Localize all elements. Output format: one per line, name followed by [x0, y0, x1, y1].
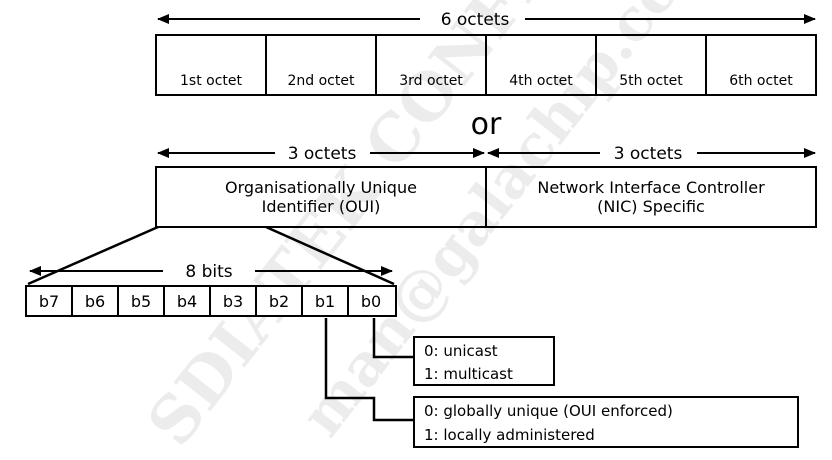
eight-bits-span: 8 bits [29, 262, 393, 282]
or-label: or [471, 107, 502, 142]
bit-cell-b3: b3 [223, 292, 243, 311]
eight-bits-label: 8 bits [185, 262, 232, 282]
bit-row: b7 b6 b5 b4 b3 b2 b1 b0 [25, 285, 397, 317]
six-octets-label: 6 octets [441, 10, 510, 30]
octet-cell-3: 3rd octet [399, 73, 463, 89]
octet-row: 1st octet 2nd octet 3rd octet 4th octet … [155, 34, 817, 96]
octet-cell-1: 1st octet [180, 73, 243, 89]
b1-meaning-line1: 0: globally unique (OUI enforced) [424, 402, 673, 420]
nic-box-line1: Network Interface Controller [537, 178, 765, 197]
nic-span-label: 3 octets [614, 144, 683, 164]
b0-connector [372, 318, 414, 359]
oui-nic-row: Organisationally Unique Identifier (OUI)… [155, 166, 817, 228]
bit-cell-b7: b7 [39, 292, 59, 311]
oui-box-line1: Organisationally Unique [225, 178, 417, 197]
bit-cell-b5: b5 [131, 292, 151, 311]
oui-span-label: 3 octets [288, 144, 357, 164]
oui-span: 3 octets [157, 144, 485, 164]
nic-span: 3 octets [487, 144, 816, 164]
bit-cell-b0: b0 [361, 292, 381, 311]
b1-callout: 0: globally unique (OUI enforced) 1: loc… [324, 318, 799, 448]
b1-meaning-box [413, 396, 799, 448]
b1-meaning-line2: 1: locally administered [424, 426, 595, 444]
octet-cell-2: 2nd octet [288, 73, 355, 89]
bit-cell-b1: b1 [315, 292, 335, 311]
bit-cell-b2: b2 [269, 292, 289, 311]
octet-cell-6: 6th octet [729, 73, 793, 89]
octet-cell-4: 4th octet [509, 73, 573, 89]
six-octets-span: 6 octets [157, 10, 816, 30]
watermark: SDIATEK CONFIDENTIAL man@galachip.com [134, 0, 764, 460]
bit-cell-b4: b4 [177, 292, 197, 311]
bit-cell-b6: b6 [85, 292, 105, 311]
octet-cell-5: 5th octet [619, 73, 683, 89]
zoom-lines [27, 225, 395, 286]
oui-box-line2: Identifier (OUI) [262, 197, 381, 216]
b0-meaning-box [413, 336, 555, 386]
nic-box-line2: (NIC) Specific [597, 197, 705, 216]
b1-connector [324, 318, 414, 422]
b0-meaning-line1: 0: unicast [424, 342, 498, 360]
b0-meaning-line2: 1: multicast [424, 365, 513, 383]
b0-callout: 0: unicast 1: multicast [372, 318, 555, 386]
